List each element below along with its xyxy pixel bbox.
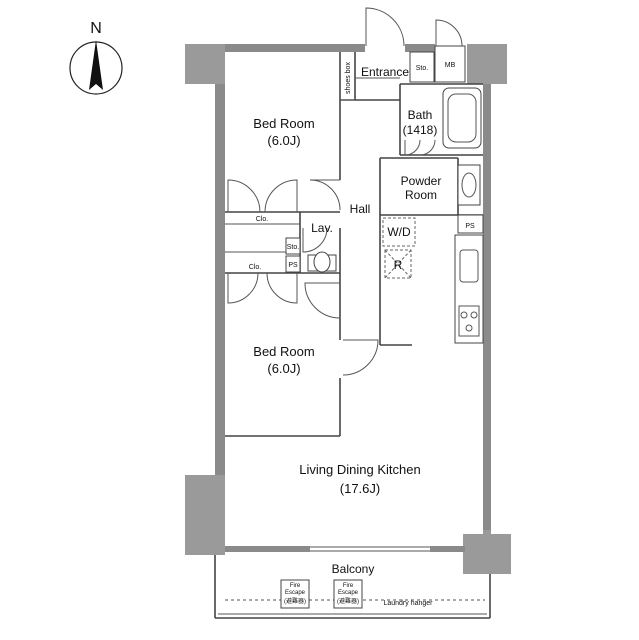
powder-line1: Powder <box>401 174 442 188</box>
mb-box <box>434 45 466 83</box>
ps-kitchen-box <box>457 214 484 234</box>
laundry-hanger-label: Laundry hanger <box>383 600 433 607</box>
pillar-bottom-right <box>463 534 511 574</box>
toilet-bowl <box>313 251 331 273</box>
bath-size: (1418) <box>403 123 438 137</box>
north-arrow-icon <box>89 40 103 90</box>
labels: Bed Room (6.0J) Bed Room (6.0J) Living D… <box>249 62 475 607</box>
clo-bottom-label: Clo. <box>249 264 262 271</box>
powder-line2: Room <box>405 188 437 202</box>
entrance-label: Entrance <box>361 65 409 79</box>
sto-lav-label: Sto. <box>287 244 300 251</box>
compass-letter: N <box>90 20 102 37</box>
kitchen-sink <box>459 249 479 283</box>
bedroom-bottom-name: Bed Room <box>253 344 314 359</box>
balcony <box>214 555 491 619</box>
r-label: R <box>394 258 403 272</box>
pillar-top-right <box>467 44 507 84</box>
ldk-name: Living Dining Kitchen <box>299 462 420 477</box>
fixtures <box>285 87 482 337</box>
outer-walls <box>185 44 511 574</box>
washer-dryer-space <box>382 217 416 247</box>
fire-escape-2-line2: Escape <box>338 590 359 596</box>
ps-lav-box <box>285 255 301 273</box>
ps-lav-label: PS <box>288 262 298 269</box>
sto-entrance-box <box>409 51 435 83</box>
fire-escape-1-line1: Fire <box>290 583 301 589</box>
mb-label: MB <box>445 62 456 69</box>
fire-escape-2-box <box>333 579 363 609</box>
fire-escape-2-line3: (避難器) <box>337 597 359 605</box>
shoes-box-label: shoes box <box>345 62 352 94</box>
lav-label: Lav. <box>311 221 333 235</box>
ps-kitchen-label: PS <box>465 223 475 230</box>
pillar-bottom-left <box>185 475 225 555</box>
pillar-top-left <box>185 44 225 84</box>
compass: N <box>69 20 123 95</box>
bedroom-top-name: Bed Room <box>253 116 314 131</box>
hall-label: Hall <box>350 202 371 216</box>
fire-escape-1-line2: Escape <box>285 590 306 596</box>
balcony-label: Balcony <box>332 562 375 576</box>
doors <box>227 7 463 376</box>
bathtub <box>442 87 482 149</box>
wd-label: W/D <box>387 225 411 239</box>
fire-escape-2-line1: Fire <box>343 583 354 589</box>
ldk-size: (17.6J) <box>340 481 380 496</box>
refrigerator-space <box>384 249 412 279</box>
bedroom-top-size: (6.0J) <box>267 133 300 148</box>
sto-lav-box <box>285 237 301 255</box>
bath-name: Bath <box>408 108 433 122</box>
wash-basin <box>457 164 481 206</box>
bedroom-bottom-size: (6.0J) <box>267 361 300 376</box>
fire-escape-1-box <box>280 579 310 609</box>
sto-entrance-label: Sto. <box>416 65 429 72</box>
stove <box>458 305 480 337</box>
fire-escape-1-line3: (避難器) <box>284 597 306 605</box>
clo-top-label: Clo. <box>256 216 269 223</box>
